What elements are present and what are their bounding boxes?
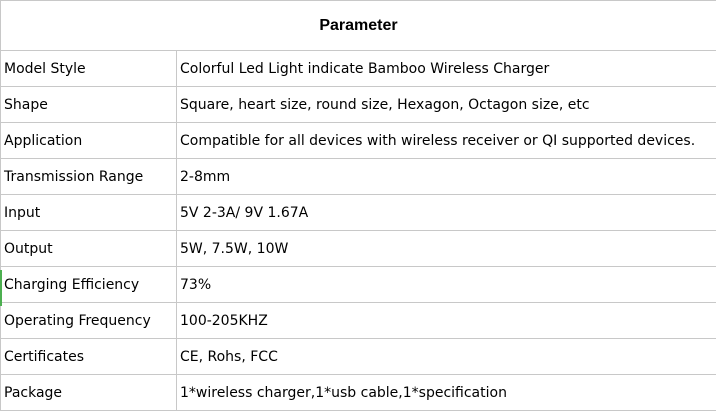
row-value: 73% bbox=[176, 266, 716, 303]
table-row-input: Input 5V 2-3A/ 9V 1.67A bbox=[0, 194, 716, 231]
row-value: CE, Rohs, FCC bbox=[176, 338, 716, 375]
table-row-package: Package 1*wireless charger,1*usb cable,1… bbox=[0, 374, 716, 411]
row-value: 100-205KHZ bbox=[176, 302, 716, 339]
row-label: Transmission Range bbox=[0, 158, 177, 195]
row-label: Charging Efficiency bbox=[0, 266, 177, 303]
table-header-row: Parameter bbox=[0, 0, 716, 51]
table-row-shape: Shape Square, heart size, round size, He… bbox=[0, 86, 716, 123]
table-row-operating-frequency: Operating Frequency 100-205KHZ bbox=[0, 302, 716, 339]
row-label: Model Style bbox=[0, 50, 177, 87]
row-label: Output bbox=[0, 230, 177, 267]
row-value: Compatible for all devices with wireless… bbox=[176, 122, 716, 159]
row-label: Application bbox=[0, 122, 177, 159]
row-label: Package bbox=[0, 374, 177, 411]
table-row-transmission-range: Transmission Range 2-8mm bbox=[0, 158, 716, 195]
row-label: Operating Frequency bbox=[0, 302, 177, 339]
row-label: Input bbox=[0, 194, 177, 231]
row-value: 5W, 7.5W, 10W bbox=[176, 230, 716, 267]
row-value: Square, heart size, round size, Hexagon,… bbox=[176, 86, 716, 123]
row-value: 5V 2-3A/ 9V 1.67A bbox=[176, 194, 716, 231]
row-value: Colorful Led Light indicate Bamboo Wirel… bbox=[176, 50, 716, 87]
table-row-model-style: Model Style Colorful Led Light indicate … bbox=[0, 50, 716, 87]
table-row-output: Output 5W, 7.5W, 10W bbox=[0, 230, 716, 267]
row-label: Certificates bbox=[0, 338, 177, 375]
row-accent-marker bbox=[0, 270, 2, 306]
row-value: 1*wireless charger,1*usb cable,1*specifi… bbox=[176, 374, 716, 411]
row-value: 2-8mm bbox=[176, 158, 716, 195]
table-row-application: Application Compatible for all devices w… bbox=[0, 122, 716, 159]
table-row-charging-efficiency: Charging Efficiency 73% bbox=[0, 266, 716, 303]
row-label: Shape bbox=[0, 86, 177, 123]
table-row-certificates: Certificates CE, Rohs, FCC bbox=[0, 338, 716, 375]
table-header: Parameter bbox=[0, 0, 716, 51]
